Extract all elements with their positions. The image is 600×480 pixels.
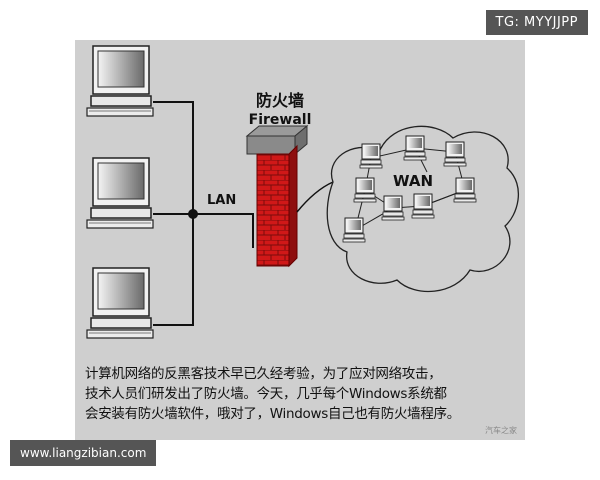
firewall-wall (245, 124, 309, 268)
diagram-panel: 防火墙 Firewall LAN WAN 计算机网络的反黑客技术早已久经考验，为… (75, 40, 525, 440)
caption-line-2: 技术人员们研发出了防火墙。今天，几乎每个Windows系统都 (85, 386, 447, 402)
watermark-tg-label: TG: MYYJJPP (485, 10, 588, 35)
wan-computer-4 (353, 177, 377, 203)
wan-computer-1 (359, 143, 383, 169)
lan-wiring (153, 101, 254, 326)
lan-computer-1 (86, 45, 154, 117)
wan-computer-5 (453, 177, 477, 203)
caption-line-3: 会安装有防火墙软件，哦对了，Windows自己也有防火墙程序。 (85, 406, 460, 422)
caption-line-1: 计算机网络的反黑客技术早已久经考验，为了应对网络攻击， (85, 366, 442, 382)
source-mark: 汽车之家 (485, 426, 517, 435)
lan-computer-3 (86, 267, 154, 339)
network-diagram: 防火墙 Firewall LAN WAN (86, 45, 519, 339)
lan-label: LAN (207, 193, 236, 208)
lan-computer-2 (86, 157, 154, 229)
firewall-label-en: Firewall (249, 112, 312, 128)
wan-computer-3 (443, 141, 467, 167)
wan-cloud (326, 125, 519, 293)
firewall-label-cn: 防火墙 (256, 91, 304, 110)
lan-hub-node (188, 209, 198, 219)
firewall-wan-link (296, 181, 334, 213)
wan-computer-7 (411, 193, 435, 219)
wan-computer-8 (342, 217, 366, 243)
wan-computer-2 (403, 135, 427, 161)
watermark-url-label: www.liangzibian.com (10, 440, 157, 466)
wan-computer-6 (381, 195, 405, 221)
caption-text: 计算机网络的反黑客技术早已久经考验，为了应对网络攻击， 技术人员们研发出了防火墙… (85, 364, 525, 424)
wan-label: WAN (393, 172, 433, 190)
